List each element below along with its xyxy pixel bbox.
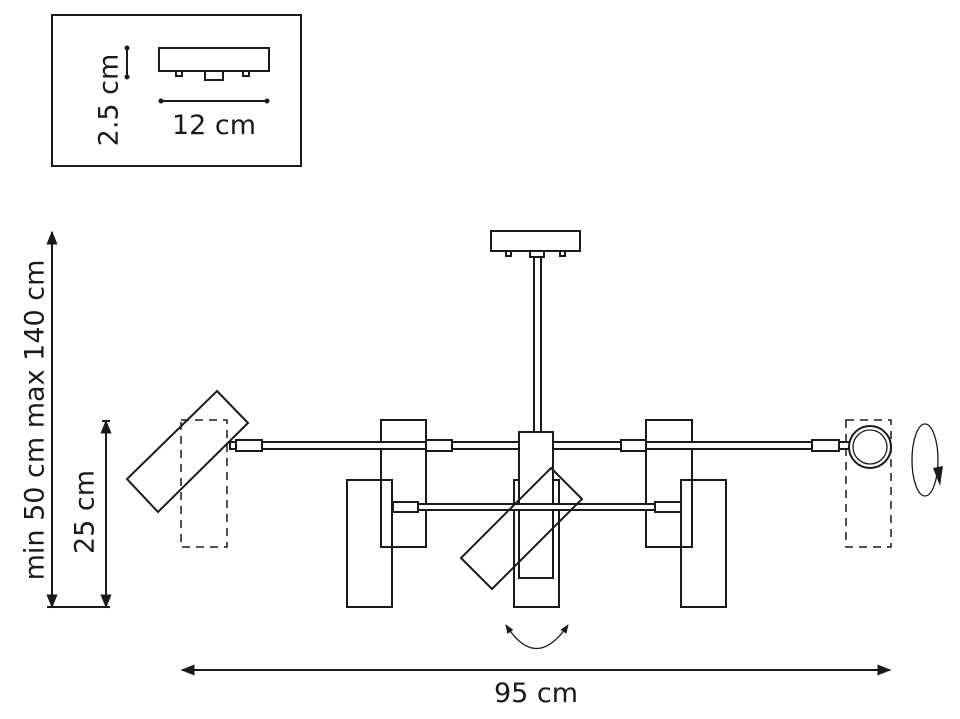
- lamp-left-ghost-outline: [180, 419, 228, 548]
- lower-arm: [391, 501, 682, 513]
- lamp-height-label: 25 cm: [70, 470, 101, 554]
- lamp-front-right: [680, 479, 727, 608]
- swivel-arrow-icon: [505, 624, 569, 650]
- lamp-right-end-view: [848, 425, 892, 469]
- inset-canopy: [158, 47, 270, 72]
- lamp-back-right: [645, 419, 693, 548]
- canopy-inset: 2.5 cm 12 cm: [51, 14, 302, 167]
- lamp-back-left: [380, 419, 427, 548]
- lamp-center-tilted: [459, 466, 584, 591]
- inset-frame: [51, 14, 302, 167]
- suspension-label: min 50 cm max 140 cm: [20, 260, 51, 581]
- canopy: [490, 230, 581, 433]
- lamp-left-tilted: [125, 389, 250, 514]
- inset-height-label: 2.5 cm: [94, 54, 125, 147]
- rotate-axis-icon: [911, 423, 943, 497]
- total-width-label: 95 cm: [494, 678, 578, 709]
- inset-width-label: 12 cm: [172, 110, 256, 141]
- lamp-right-ghost-outline: [845, 419, 892, 548]
- lamp-front-left: [346, 479, 393, 608]
- suspension-rod: [533, 256, 542, 433]
- height-dimensions: min 50 cm max 140 cm 25 cm: [20, 230, 112, 609]
